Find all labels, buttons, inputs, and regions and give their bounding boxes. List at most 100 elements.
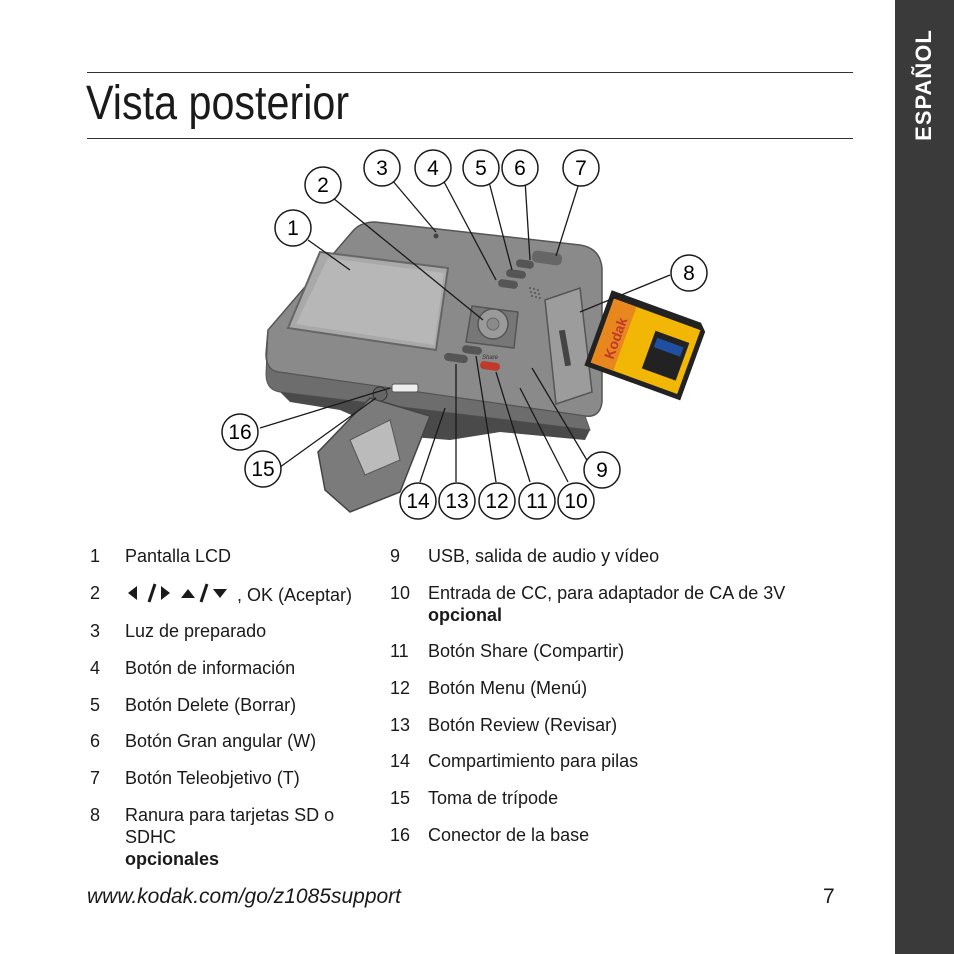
legend-text-bold: opcional: [428, 604, 503, 625]
camera-back-diagram: Share Kodak 1 2: [221, 149, 708, 520]
legend-num: 10: [390, 582, 411, 603]
nav-arrows-icon: [128, 583, 227, 603]
callout-1: 1: [274, 209, 312, 247]
info-button: [498, 279, 518, 289]
legend-item-7: 7 Botón Teleobjetivo (T): [90, 767, 380, 789]
callout-15-label: 15: [251, 458, 274, 481]
legend-text: Entrada de CC, para adaptador de CA de 3…: [428, 582, 860, 626]
callout-5: 5: [462, 149, 500, 187]
legend-text: Conector de la base: [428, 824, 590, 845]
callout-6-label: 6: [514, 157, 526, 180]
callout-4: 4: [414, 149, 452, 187]
legend-num: 15: [390, 788, 411, 809]
legend-text-ok: , OK (Aceptar): [237, 584, 353, 605]
review-button: [444, 352, 468, 364]
legend-text-main: Ranura para tarjetas SD o SDHC: [125, 804, 335, 847]
callout-11: 11: [518, 482, 556, 520]
share-button: [480, 361, 500, 371]
legend-text: Botón de información: [125, 658, 296, 679]
side-tab-label: ESPAÑOL: [898, 20, 950, 150]
legend-num: 13: [390, 714, 411, 735]
top-rule: [87, 72, 853, 73]
menu-button: [462, 345, 482, 355]
legend-left: 1 Pantalla LCD 2, OK (Aceptar) 3 Luz de pr…: [90, 545, 380, 885]
callout-12-label: 12: [485, 490, 508, 513]
legend-item-2: 2, OK (Aceptar): [90, 582, 380, 606]
legend-num: 12: [390, 678, 411, 699]
battery-door: [317, 397, 431, 513]
callout-7-label: 7: [575, 157, 587, 180]
legend-num: 5: [90, 694, 101, 715]
legend-num: 9: [390, 546, 401, 566]
legend-item-12: 12 Botón Menu (Menú): [390, 677, 860, 699]
legend-text: Botón Menu (Menú): [428, 678, 588, 699]
legend-text: Compartimiento para pilas: [428, 751, 639, 772]
title-rule: [87, 138, 853, 139]
legend-text: Pantalla LCD: [125, 546, 232, 566]
legend-num: 3: [90, 621, 101, 642]
speaker-grille: [529, 287, 541, 299]
dock-connector: [391, 383, 419, 393]
callout-10: 10: [557, 482, 595, 520]
leader-lines: [259, 177, 671, 483]
callout-circles: 1 2 3 4 5 6 7 8 9 10 11 12 13 14 15 16: [221, 149, 708, 520]
callout-3: 3: [363, 149, 401, 187]
callout-14: 14: [399, 482, 437, 520]
legend-num: 11: [390, 641, 409, 662]
callout-12: 12: [478, 482, 516, 520]
legend-item-11: 11 Botón Share (Compartir): [390, 640, 860, 662]
callout-11-label: 11: [526, 490, 548, 513]
page-title: Vista posterior: [86, 77, 350, 130]
callout-16-label: 16: [228, 421, 251, 444]
ready-light: [433, 233, 439, 239]
legend-num: 8: [90, 804, 101, 825]
callout-9: 9: [583, 451, 621, 489]
sd-card: Kodak: [584, 290, 706, 401]
legend-num: 6: [90, 731, 101, 752]
page-number: 7: [823, 885, 835, 908]
legend-text: Luz de preparado: [125, 621, 267, 642]
callout-16: 16: [221, 413, 259, 451]
legend-text: Botón Delete (Borrar): [125, 694, 297, 715]
callout-14-label: 14: [406, 490, 430, 513]
callout-5-label: 5: [475, 157, 487, 180]
callout-1-label: 1: [287, 217, 299, 240]
card-slot-door: [544, 286, 593, 406]
wide-button: [516, 259, 534, 269]
legend-num: 16: [390, 824, 411, 845]
callout-13: 13: [438, 482, 476, 520]
callout-2: 2: [304, 166, 342, 204]
footer-url[interactable]: www.kodak.com/go/z1085support: [87, 885, 402, 908]
legend-text: , OK (Aceptar): [125, 582, 380, 606]
legend-item-1: 1 Pantalla LCD: [90, 545, 380, 567]
callout-3-label: 3: [376, 157, 388, 180]
delete-button: [506, 269, 526, 279]
legend-num: 14: [390, 751, 411, 772]
legend-item-3: 3 Luz de preparado: [90, 620, 380, 642]
callout-6: 6: [501, 149, 539, 187]
legend-text-main: Entrada de CC, para adaptador de CA de 3…: [428, 582, 786, 603]
callout-8: 8: [670, 254, 708, 292]
side-tab: [895, 0, 954, 954]
callout-4-label: 4: [427, 157, 439, 180]
legend-item-6: 6 Botón Gran angular (W): [90, 730, 380, 752]
share-label: Share: [482, 355, 499, 361]
legend-text: Botón Gran angular (W): [125, 731, 317, 752]
legend-item-10: 10 Entrada de CC, para adaptador de CA de…: [390, 582, 860, 626]
legend-item-14: 14 Compartimiento para pilas: [390, 750, 860, 772]
legend-text: Botón Teleobjetivo (T): [125, 768, 300, 789]
legend-num: 7: [90, 768, 101, 789]
callout-15: 15: [244, 450, 282, 488]
legend-num: 1: [90, 546, 101, 566]
callout-7: 7: [562, 149, 600, 187]
callout-10-label: 10: [564, 490, 587, 513]
legend-text: Botón Share (Compartir): [428, 641, 625, 662]
callout-9-label: 9: [596, 459, 608, 482]
callout-2-label: 2: [317, 174, 329, 197]
